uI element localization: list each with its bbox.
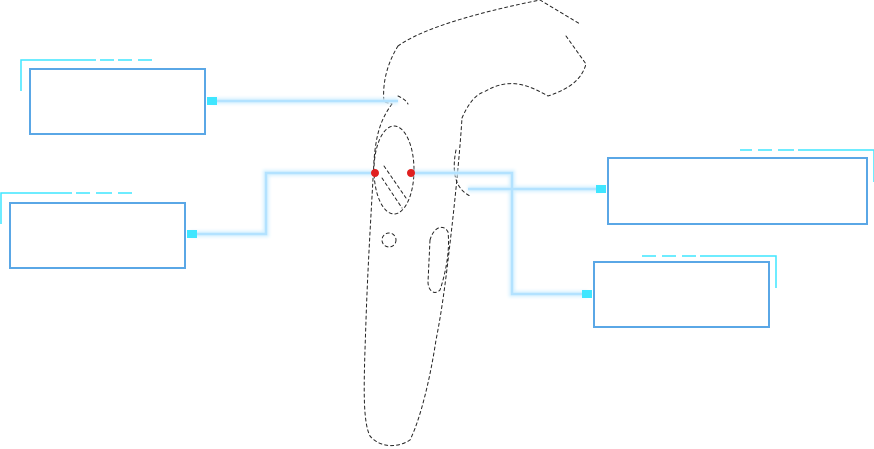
connector-terminal-icon xyxy=(187,230,197,238)
controller-outline-icon xyxy=(363,0,587,446)
hotspot-dot-icon xyxy=(407,169,415,177)
label-box-middle-left xyxy=(9,202,186,269)
hotspots xyxy=(371,169,415,177)
accent-brackets xyxy=(0,59,874,288)
label-box-bottom-right xyxy=(593,261,770,328)
connector-middle-left xyxy=(190,171,373,236)
connector-terminal-icon xyxy=(596,185,606,193)
connector-bottom-right xyxy=(410,171,588,296)
label-box-top-right xyxy=(607,157,868,225)
accent-bracket-middle-left xyxy=(0,192,72,224)
accent-bracket-top-right xyxy=(798,149,874,182)
connector-lines xyxy=(190,99,600,296)
connector-terminals xyxy=(187,97,606,298)
label-box-top-left xyxy=(29,68,206,135)
hotspot-dot-icon xyxy=(371,169,379,177)
connector-glow xyxy=(190,98,600,297)
connector-terminal-icon xyxy=(582,290,592,298)
accent-bracket-bottom-right xyxy=(700,255,777,288)
accent-bracket-top-left xyxy=(20,59,96,91)
connector-terminal-icon xyxy=(207,97,217,105)
